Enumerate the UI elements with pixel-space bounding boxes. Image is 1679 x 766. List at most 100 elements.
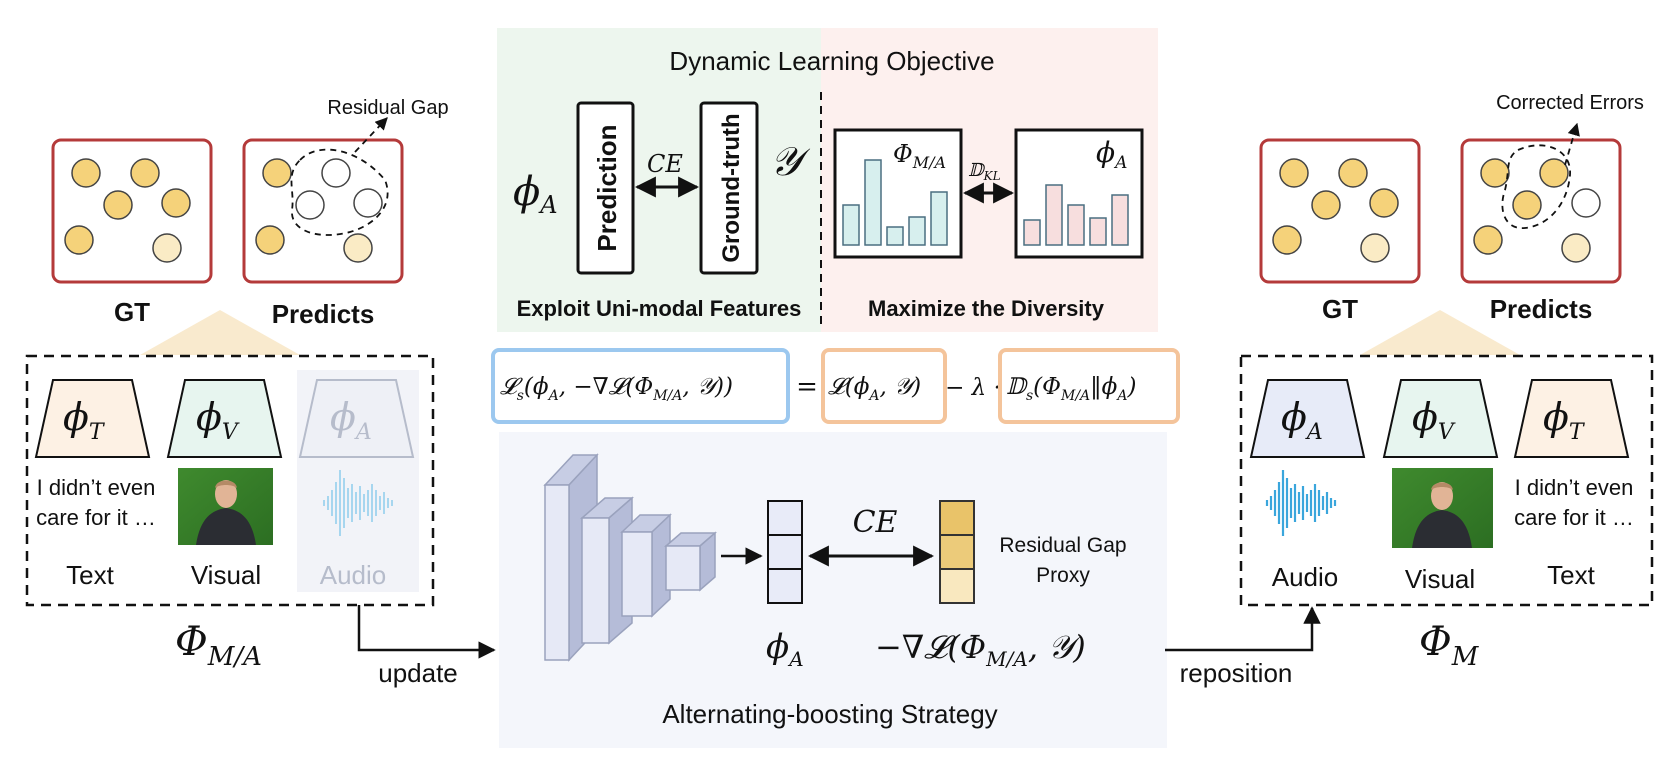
exploit-caption: Exploit Uni-modal Features (517, 296, 802, 321)
dot (1571, 188, 1601, 218)
left-model-label: ΦM/A (175, 619, 262, 672)
dot (64, 225, 94, 255)
proxy-cell (939, 568, 975, 604)
formula-eq: = (796, 372, 818, 402)
proxy-cell (939, 500, 975, 536)
phi-a-bar (1045, 184, 1063, 246)
phi-ma-bar (886, 226, 904, 246)
left-gt-dots (64, 158, 191, 263)
dot (343, 233, 373, 263)
dot (353, 188, 383, 218)
phi-a-bar (1067, 204, 1085, 246)
audio-waveform-icon (1265, 470, 1337, 536)
formula-lhs-box (491, 348, 790, 424)
phi-ma-bar (864, 159, 882, 246)
dot (1338, 158, 1368, 188)
right-model-box (1239, 354, 1654, 607)
dot (1539, 158, 1569, 188)
corrected-errors-region (1501, 144, 1571, 229)
dot (161, 188, 191, 218)
proxy-label-2: Proxy (1036, 564, 1090, 587)
dot (1279, 158, 1309, 188)
dot (1272, 225, 1302, 255)
phi-ma-bars (842, 159, 948, 246)
enc-a-icon (1249, 379, 1366, 458)
residual-gap-pointer (354, 117, 388, 153)
residual-gap-region (290, 148, 389, 236)
phi-ma-bar (908, 216, 926, 246)
left-pred-label: Predicts (272, 299, 375, 329)
grad-term: −∇𝓛(ΦM/A, 𝒴) (875, 628, 1086, 671)
right-text-line2: care for it … (1514, 505, 1634, 530)
reposition-label: reposition (1180, 658, 1293, 688)
corrected-errors-label: Corrected Errors (1496, 92, 1644, 114)
enc-v-icon (1382, 379, 1499, 458)
ground-truth-label: Ground-truth (718, 113, 745, 262)
formula-minus: − λ · (945, 375, 1001, 401)
dot (103, 190, 133, 220)
dot (295, 190, 325, 220)
formula-term2-box (998, 348, 1180, 424)
audio-waveform-disabled-icon (323, 470, 393, 536)
dot (71, 158, 101, 188)
right-gt-label: GT (1322, 294, 1358, 324)
person-video-icon (178, 468, 273, 545)
phi-a-bar (1023, 219, 1041, 246)
prediction-label: Prediction (592, 124, 622, 251)
dot (262, 158, 292, 188)
enc-t-icon (1513, 379, 1630, 458)
dot (1512, 190, 1542, 220)
left-mod-visual: Visual (191, 560, 261, 590)
proxy-label-1: Residual Gap (999, 534, 1126, 557)
dot (1473, 225, 1503, 255)
right-model-label: ΦM (1419, 619, 1480, 672)
dot (1369, 188, 1399, 218)
dot (321, 158, 351, 188)
enc-v-icon (166, 379, 283, 458)
left-mod-audio: Audio (320, 560, 387, 590)
enc-t-icon (34, 379, 151, 458)
ce-label: CE (647, 150, 683, 178)
right-pred-dots (1473, 158, 1601, 263)
vector-cell (767, 568, 803, 604)
person-video-icon (1392, 468, 1493, 548)
phi-a-bar (1111, 194, 1129, 246)
left-mod-text: Text (66, 560, 114, 590)
phi-a-output-vector (767, 500, 803, 604)
vector-cell (767, 500, 803, 536)
phi-a-bar (1089, 217, 1107, 246)
proxy-vector (939, 500, 975, 604)
strategy-label: Alternating-boosting Strategy (662, 699, 997, 729)
right-text-line1: I didn’t even (1515, 475, 1634, 500)
phi-ma-bar (842, 204, 860, 246)
left-pred-dots (255, 158, 383, 263)
phi-a-bottom: ϕA (766, 627, 804, 671)
update-arrow (357, 605, 496, 659)
reposition-arrow (1165, 606, 1321, 652)
formula-lhs: 𝓛s(ϕA, −∇𝓛(ΦM/A, 𝒴)) (500, 374, 733, 404)
dot (1311, 190, 1341, 220)
update-label: update (378, 658, 458, 688)
right-mod-audio: Audio (1272, 562, 1339, 592)
right-zoom-triangle (1360, 310, 1520, 355)
residual-gap-label: Residual Gap (327, 97, 448, 119)
dot (152, 233, 182, 263)
phi-ma-bar (930, 191, 948, 246)
cnn-blocks-icon (543, 453, 718, 662)
left-zoom-triangle (140, 310, 300, 355)
dot (1360, 233, 1390, 263)
phi-a-bars (1023, 184, 1129, 246)
objective-title: Dynamic Learning Objective (669, 46, 994, 76)
ground-truth-box (699, 101, 759, 275)
enc-a-disabled-icon (298, 379, 415, 458)
right-mod-visual: Visual (1405, 564, 1475, 594)
vector-cell (767, 534, 803, 570)
left-text-line1: I didn’t even (37, 475, 156, 500)
dot (255, 225, 285, 255)
dot (130, 158, 160, 188)
ce2-label: CE (853, 505, 898, 540)
left-model-box (25, 354, 435, 607)
dot (1480, 158, 1510, 188)
right-gt-dots (1272, 158, 1399, 263)
